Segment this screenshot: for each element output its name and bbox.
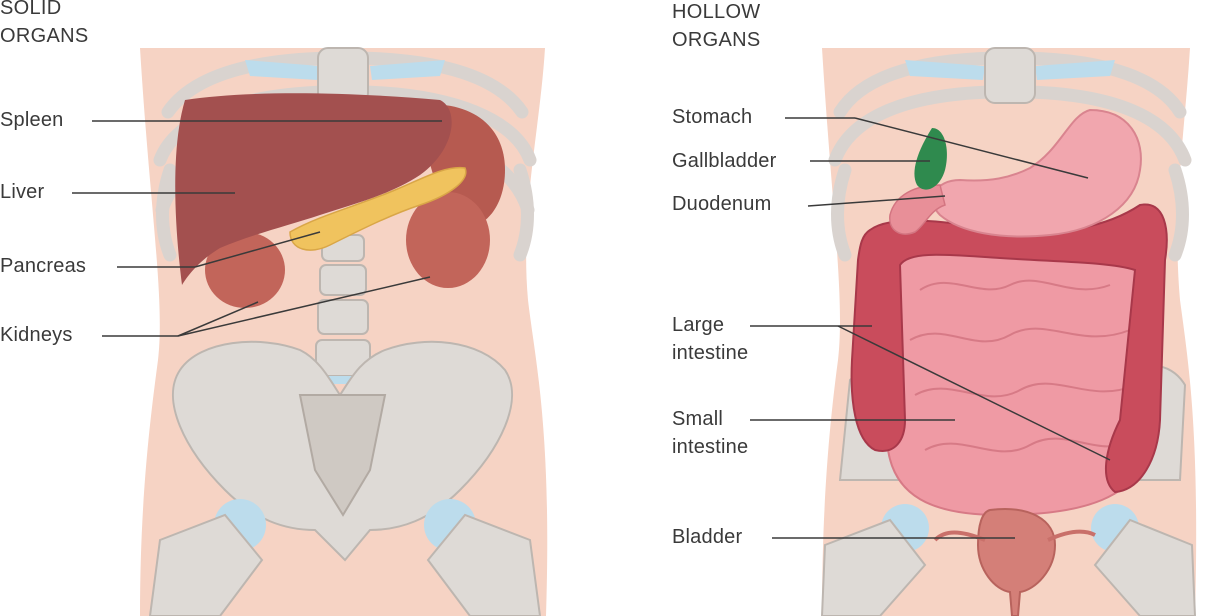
pancreas-label: Pancreas <box>0 255 87 277</box>
large-intestine-label-line1: Large <box>672 314 725 336</box>
hollow-organs-title: HOLLOW ORGANS <box>672 0 760 54</box>
hollow-organs-torso <box>750 47 1197 616</box>
gallbladder-label: Gallbladder <box>672 150 777 172</box>
liver-organ <box>175 93 452 285</box>
femur-left-2 <box>426 513 542 616</box>
sacrum-left <box>298 394 387 517</box>
femur-right-1 <box>820 518 927 616</box>
costal-cartilage-right <box>905 60 1115 80</box>
stomach-organ <box>931 108 1142 238</box>
gallbladder-organ <box>914 128 947 190</box>
spleen-label: Spleen <box>0 109 64 131</box>
kidney-left-organ <box>406 192 490 288</box>
small-intestine-label-line1: Small <box>672 408 724 430</box>
hollow-organs-title-line2: ORGANS <box>672 29 761 51</box>
liver-label: Liver <box>0 181 45 203</box>
solid-organs-title-line1: SOLID <box>0 0 62 19</box>
bladder-label: Bladder <box>672 526 743 548</box>
kidneys-label: Kidneys <box>0 324 73 346</box>
small-intestine-label-line2: intestine <box>672 436 749 458</box>
solid-organs-torso <box>72 47 548 616</box>
disc-left <box>316 376 370 384</box>
duodenum-label: Duodenum <box>672 193 772 215</box>
costal-cartilage-left <box>245 60 445 80</box>
large-intestine-label: Large intestine <box>672 311 748 367</box>
ribcage-right <box>828 51 1192 262</box>
solid-organs-title-line2: ORGANS <box>0 25 89 47</box>
solid-organs-title: SOLID ORGANS <box>0 0 88 50</box>
small-intestine-loops <box>909 279 1136 453</box>
kidney-right-organ <box>205 232 285 308</box>
stomach-label: Stomach <box>672 106 753 128</box>
spine-right <box>984 47 1036 104</box>
pancreas-organ <box>289 166 467 251</box>
hollow-leader-lines <box>750 117 1111 539</box>
femur-right-2 <box>1093 518 1197 616</box>
solid-leader-lines <box>72 120 442 337</box>
hollow-organs-title-line1: HOLLOW <box>672 1 761 23</box>
large-intestine-label-line2: intestine <box>672 342 749 364</box>
small-intestine-label: Small intestine <box>672 405 748 461</box>
femur-left-1 <box>148 513 264 616</box>
